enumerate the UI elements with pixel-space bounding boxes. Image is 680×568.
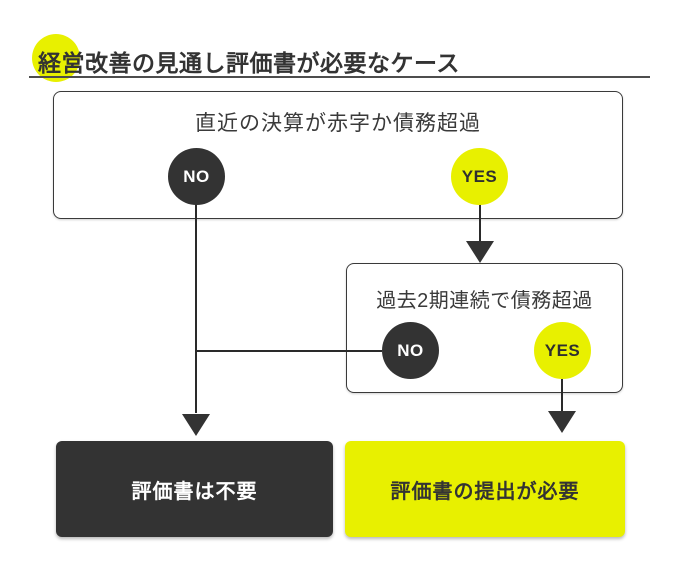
connector-line-yes1-down <box>479 204 481 244</box>
decision-box-recent-results: 直近の決算が赤字か債務超過 <box>53 91 623 219</box>
decision-box-two-periods: 過去2期連続で債務超過 <box>346 263 623 393</box>
title-highlight-circle-icon <box>32 34 80 82</box>
connector-line-yes2-down <box>561 379 563 412</box>
arrow-down-icon <box>182 414 210 436</box>
arrow-down-icon <box>466 241 494 263</box>
connector-line-no2-left <box>195 350 382 352</box>
decision-box-1-label: 直近の決算が赤字か債務超過 <box>195 112 481 135</box>
connector-line-no1-down <box>195 204 197 413</box>
yes-badge-question1: YES <box>451 148 508 205</box>
page-title: 経営改善の見通し評価書が必要なケース <box>38 50 460 76</box>
yes-badge-question2: YES <box>534 322 591 379</box>
result-box-not-required: 評価書は不要 <box>56 441 333 537</box>
arrow-down-icon <box>548 411 576 433</box>
result-box-required: 評価書の提出が必要 <box>345 441 625 537</box>
decision-box-2-label: 過去2期連続で債務超過 <box>376 290 593 312</box>
title-underline <box>29 76 650 78</box>
no-badge-question1: NO <box>168 148 225 205</box>
no-badge-question2: NO <box>382 322 439 379</box>
